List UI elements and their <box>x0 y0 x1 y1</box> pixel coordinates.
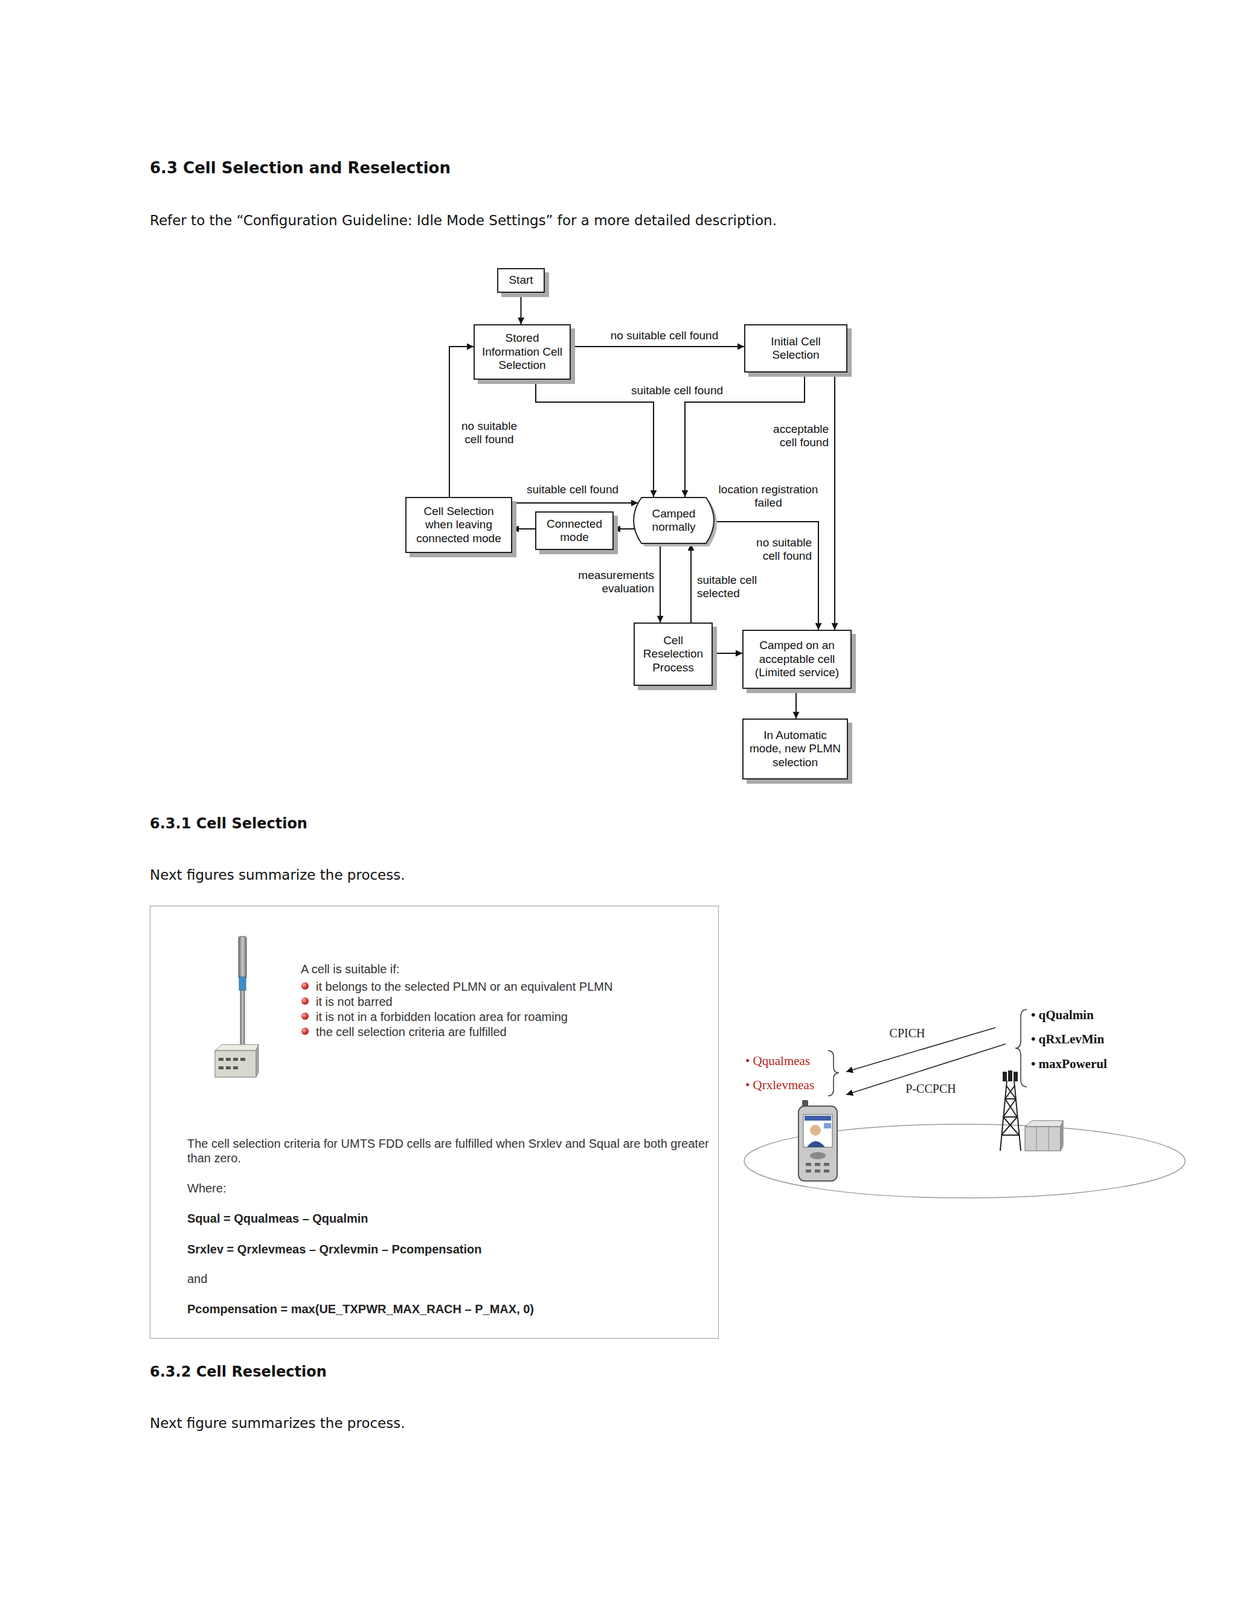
node-label: Cell Reselection Process <box>639 634 707 675</box>
figure-panel: A cell is suitable if: it belongs to the … <box>149 906 719 1340</box>
brackets <box>828 1009 1027 1097</box>
section-heading: 6.3.1 Cell Selection <box>149 815 875 833</box>
bullet-text: it is not barred <box>315 994 709 1010</box>
mast-illustration <box>215 936 259 1078</box>
paragraph: Where: <box>187 1181 429 1196</box>
paragraph: The cell selection criteria for UMTS FDD… <box>187 1136 716 1167</box>
paragraph: Refer to the “Configuration Guideline: I… <box>149 212 1177 230</box>
edge-label: suitable cell selected <box>695 573 766 601</box>
channel-name: CPICH <box>880 1026 935 1041</box>
paragraph: Next figures summarize the process. <box>149 866 875 885</box>
node-label: Cell Selection when leaving connected mo… <box>411 504 507 546</box>
process-box: Initial Cell Selection <box>744 324 848 373</box>
node-label: Initial Cell Selection <box>750 335 842 363</box>
formula: Pcompensation = max(UE_TXPWR_MAX_RACH – … <box>187 1302 713 1317</box>
node-label: Start <box>508 273 533 287</box>
paragraph: Next figure summarizes the process. <box>149 1415 875 1433</box>
flow-arrow <box>613 528 635 530</box>
state-shape: Camped normally <box>632 497 715 545</box>
node-label: In Automatic mode, new PLMN selection <box>748 729 842 770</box>
process-box: In Automatic mode, new PLMN selection <box>742 718 849 780</box>
bullet-text: it is not in a forbidden location area f… <box>315 1009 709 1025</box>
edge-label: no suitable cell found <box>456 419 523 447</box>
node-label: Camped on an acceptable cell (Limited se… <box>748 639 846 680</box>
edge-label: suitable cell found <box>622 384 732 398</box>
process-box: Stored Information Cell Selection <box>473 324 571 380</box>
parameter-name: • maxPowerul <box>1031 1057 1152 1073</box>
flow-arrow <box>570 346 745 348</box>
lattice-tower <box>1000 1071 1021 1152</box>
section-title: 6.3 Cell Selection and Reselection <box>149 158 1177 178</box>
process-box: Cell Selection when leaving connected mo… <box>405 497 513 554</box>
panel-heading: A cell is suitable if: <box>300 962 664 977</box>
flow-arrow <box>834 372 836 630</box>
section-heading: 6.3.2 Cell Reselection <box>149 1363 875 1382</box>
bullet-dots <box>301 982 309 1036</box>
bullet-text: it belongs to the selected PLMN or an eq… <box>315 979 709 995</box>
measurement-name: • Qrxlevmeas <box>745 1078 824 1094</box>
paragraph: and <box>187 1272 369 1287</box>
mobile-phone <box>798 1100 838 1182</box>
flow-arrow <box>535 379 654 498</box>
flow-arrow <box>512 502 638 504</box>
channel-name: P-CCPCH <box>900 1081 961 1097</box>
flow-arrow <box>712 652 743 655</box>
measurement-name: • Qqualmeas <box>745 1053 824 1070</box>
parameter-name: • qQualmin <box>1031 1008 1152 1024</box>
node-label: Stored Information Cell Selection <box>479 331 565 373</box>
flow-arrow <box>520 292 522 325</box>
flow-arrow <box>690 544 692 623</box>
flow-arrow <box>659 544 661 623</box>
parameter-name: • qRxLevMin <box>1031 1032 1152 1048</box>
formula: Squal = Qqualmeas – Qqualmin <box>187 1211 707 1227</box>
node-label: Connected mode <box>541 517 608 545</box>
formula: Srxlev = Qrxlevmeas – Qrxlevmin – Pcompe… <box>187 1242 707 1257</box>
process-box: Camped on an acceptable cell (Limited se… <box>742 629 852 690</box>
flow-arrow <box>795 689 797 719</box>
edge-label: suitable cell found <box>518 483 627 497</box>
process-box: Cell Reselection Process <box>633 622 713 687</box>
bullet-text: the cell selection criteria are fulfille… <box>315 1024 709 1040</box>
edge-label: measurements evaluation <box>570 568 656 596</box>
process-box: Connected mode <box>535 511 614 551</box>
edge-label: no suitable cell found <box>752 536 813 563</box>
base-station-cabinet <box>1024 1121 1064 1152</box>
edge-label: no suitable cell found <box>604 329 725 343</box>
start-box: Start <box>497 268 545 293</box>
flow-arrow <box>512 528 536 530</box>
node-label: Camped normally <box>641 507 707 535</box>
edge-label: acceptable cell found <box>769 422 830 450</box>
shape-border <box>633 497 714 544</box>
edge-label: location registration failed <box>715 483 822 510</box>
